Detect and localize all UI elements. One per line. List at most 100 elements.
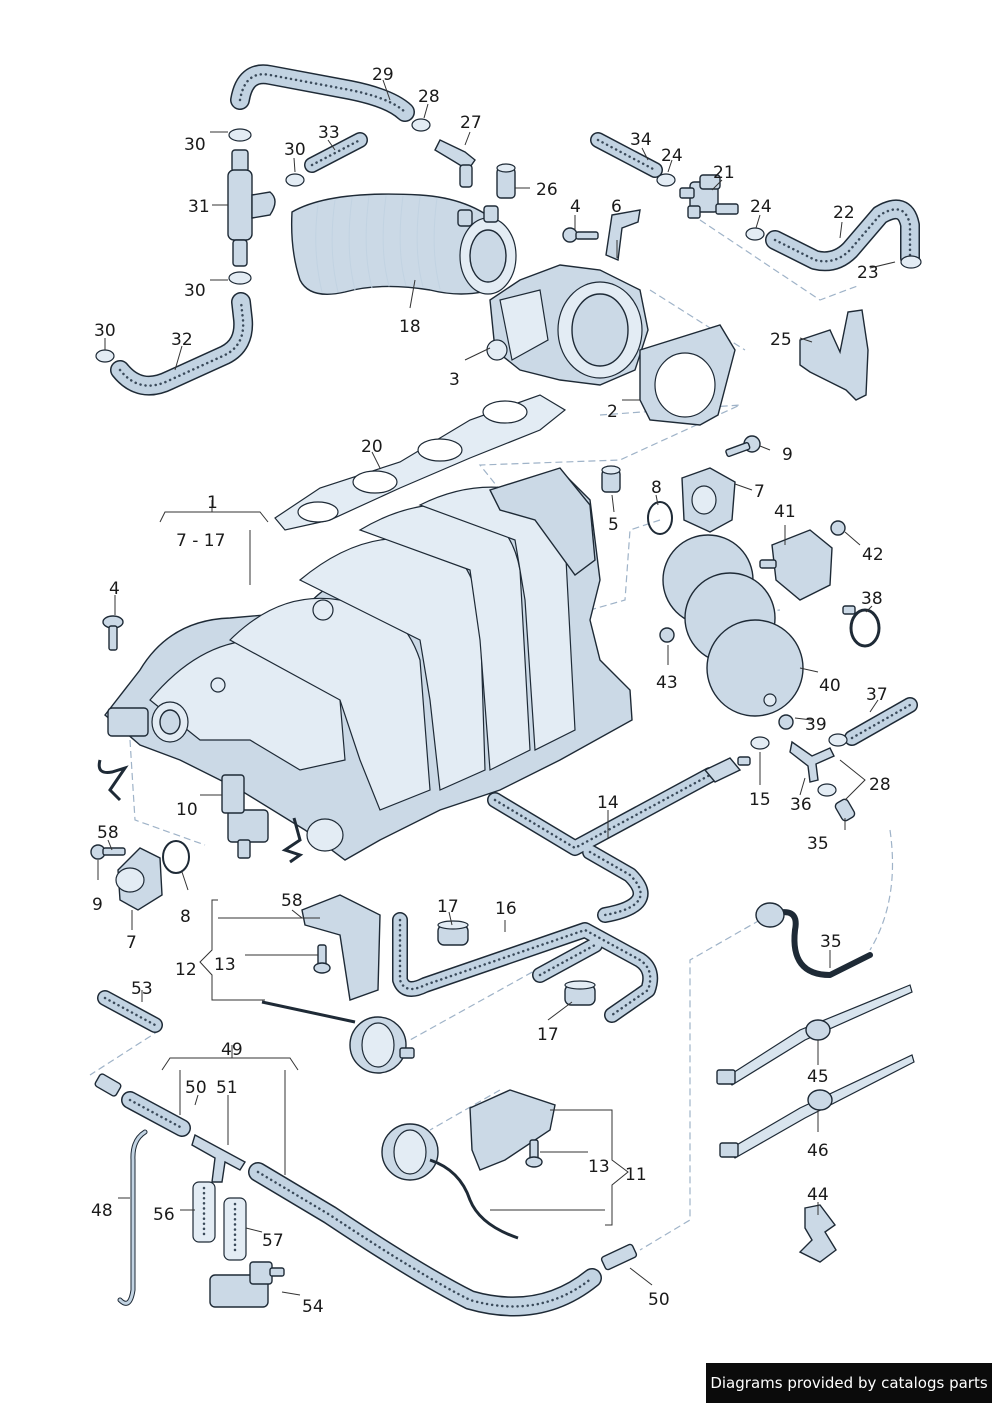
callout-48: 48	[91, 1201, 113, 1221]
callout-23: 23	[857, 263, 879, 283]
solenoid-10	[221, 774, 269, 859]
callout-20: 20	[361, 437, 383, 457]
callout-34: 34	[630, 130, 652, 150]
hose-37	[844, 697, 918, 746]
cable-tie-45	[716, 984, 913, 1086]
callout-31: 31	[188, 197, 210, 217]
attribution-banner: Diagrams provided by catalogs parts	[706, 1363, 992, 1403]
hose-22	[765, 199, 920, 272]
callout-33: 33	[318, 123, 340, 143]
bolt-9-lower	[90, 844, 126, 860]
gasket-2	[639, 324, 736, 426]
callout-13: 13	[214, 955, 236, 975]
callout-35: 35	[820, 932, 842, 952]
leader-lines	[97, 79, 896, 1296]
callout-56: 56	[153, 1205, 175, 1225]
clamp-17-upper	[437, 920, 469, 946]
air-duct-18	[291, 193, 517, 295]
valve-31	[227, 149, 276, 267]
callout-17: 17	[437, 897, 459, 917]
hose-49-main	[248, 1162, 602, 1317]
hose-32	[110, 292, 254, 396]
bolt-4-lower	[102, 615, 124, 651]
bracket-41	[759, 529, 833, 601]
callout-49: 49	[221, 1040, 243, 1060]
callout-53: 53	[131, 979, 153, 999]
callout-labels: 29 28 27 30 33 30 31 26 34 24 21 24 4 6 …	[91, 65, 891, 1317]
callout-14: 14	[597, 793, 619, 813]
callout-12: 12	[175, 960, 197, 980]
callout-24: 24	[661, 146, 683, 166]
callout-30: 30	[184, 135, 206, 155]
callout-21: 21	[713, 163, 735, 183]
o-ring-8-upper	[647, 501, 673, 535]
t-connector-36	[789, 740, 835, 783]
callout-35: 35	[807, 834, 829, 854]
clamp-17-lower	[564, 980, 596, 1006]
callout-46: 46	[807, 1141, 829, 1161]
callout-4: 4	[109, 579, 120, 599]
hose-50-short	[121, 1091, 191, 1137]
hose-clamps	[95, 118, 922, 797]
callout-38: 38	[861, 589, 883, 609]
bracket-11	[469, 1089, 556, 1171]
callout-5: 5	[608, 515, 619, 535]
clamp-38	[842, 605, 881, 648]
bracket-12	[301, 894, 381, 1001]
callout-42: 42	[862, 545, 884, 565]
vacuum-reservoir-40	[662, 534, 804, 717]
callout-41: 41	[774, 502, 796, 522]
callout-3: 3	[449, 370, 460, 390]
manifold-gasket-20	[274, 394, 567, 531]
valve-21	[679, 174, 739, 219]
hose-14	[487, 767, 718, 923]
bolt-13-upper	[313, 944, 331, 974]
callout-54: 54	[302, 1297, 324, 1317]
callout-58: 58	[97, 823, 119, 843]
callout-43: 43	[656, 673, 678, 693]
callout-28: 28	[418, 87, 440, 107]
hose-29	[230, 64, 415, 122]
callout-30: 30	[94, 321, 116, 341]
callout-37: 37	[866, 685, 888, 705]
cap-39	[778, 714, 794, 730]
callout-17: 17	[537, 1025, 559, 1045]
throttle-body-3	[486, 264, 649, 386]
valve-54	[209, 1261, 285, 1308]
callout-50: 50	[648, 1290, 670, 1310]
callout-9: 9	[92, 895, 103, 915]
callout-7: 7	[126, 933, 137, 953]
callout-27: 27	[460, 113, 482, 133]
callout-6: 6	[611, 197, 622, 217]
bolt-4-top	[562, 227, 599, 243]
hose-53	[97, 990, 163, 1033]
callout-22: 22	[833, 203, 855, 223]
clip-44	[798, 1204, 837, 1263]
hose-33	[304, 132, 368, 173]
callout-10: 10	[176, 800, 198, 820]
callout-40: 40	[819, 676, 841, 696]
actuator-11	[381, 1123, 519, 1240]
clip-58-right	[281, 817, 304, 864]
callout-45: 45	[807, 1067, 829, 1087]
callout-2: 2	[607, 402, 618, 422]
bracket-25	[799, 309, 869, 401]
intake-manifold-1	[104, 467, 633, 861]
callout-24: 24	[750, 197, 772, 217]
o-ring-8-lower	[162, 840, 190, 874]
t-piece-51	[191, 1133, 246, 1183]
callout-44: 44	[807, 1185, 829, 1205]
bolt-9-upper	[725, 435, 761, 458]
attribution-text: Diagrams provided by catalogs parts	[710, 1374, 988, 1392]
callout-25: 25	[770, 330, 792, 350]
pipe-48	[117, 1129, 148, 1306]
connector-50-right	[600, 1243, 638, 1271]
callout-58: 58	[281, 891, 303, 911]
hose-16	[392, 912, 659, 1023]
callout-28: 28	[869, 775, 891, 795]
flange-7-lower	[115, 847, 163, 911]
callout-1: 1	[207, 493, 218, 513]
callout-30: 30	[184, 281, 206, 301]
callout-26: 26	[536, 180, 558, 200]
